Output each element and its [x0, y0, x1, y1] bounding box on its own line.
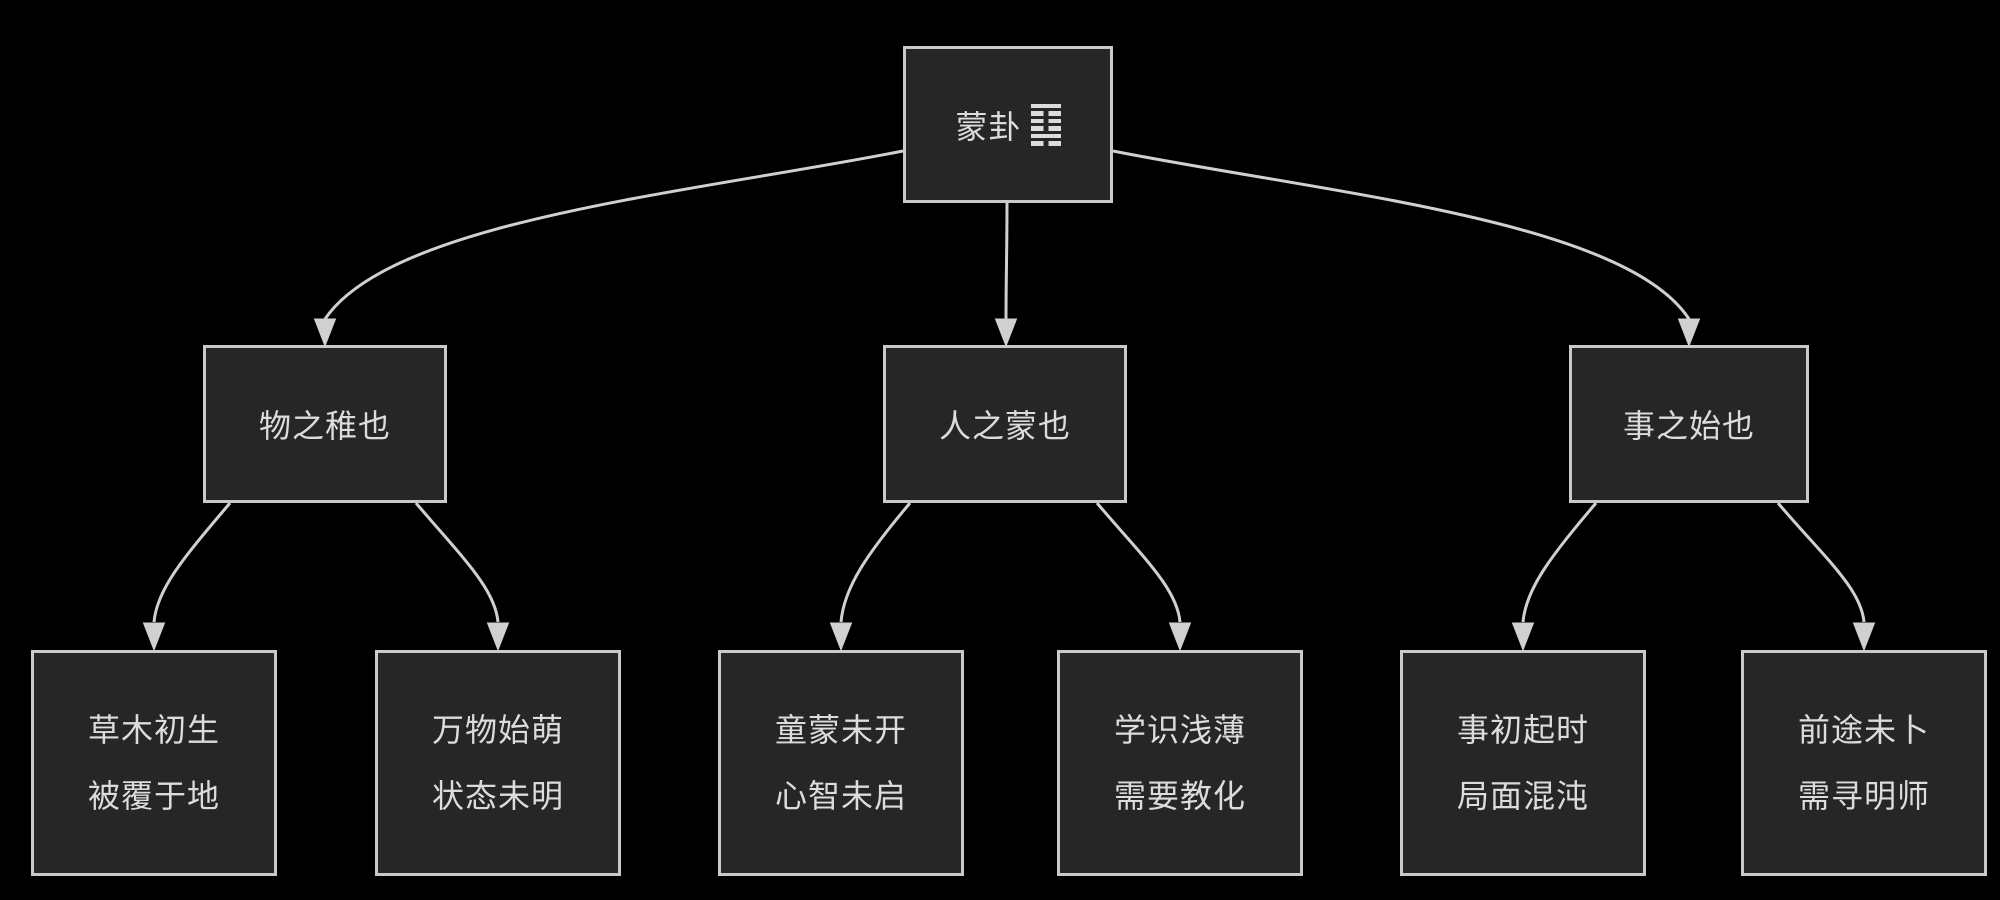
edge-root-to-branch-1: [323, 149, 904, 320]
edge-root-to-branch-2: [1004, 202, 1009, 320]
arrowhead-leaf-2: [486, 622, 510, 652]
branch-label: 事之始也: [1622, 408, 1755, 444]
node-leaf-uncertain-future: 前途未卜 需寻明师: [1741, 650, 1987, 876]
leaf-label: 学识浅薄 需要教化: [1113, 712, 1246, 814]
leaf-label: 前途未卜 需寻明师: [1797, 712, 1930, 814]
edge-branch-3-to-leaf-6: [1776, 502, 1866, 623]
node-leaf-all-things-budding: 万物始萌 状态未明: [375, 650, 621, 876]
arrowhead-branch-2: [994, 318, 1018, 348]
edge-branch-2-to-leaf-4: [1095, 502, 1182, 623]
arrowhead-leaf-4: [1168, 622, 1192, 652]
node-branch-people-ignorant: 人之蒙也: [883, 345, 1127, 503]
edge-branch-3-to-leaf-5: [1521, 502, 1598, 623]
edge-root-to-branch-3: [1112, 149, 1691, 320]
branch-label: 物之稚也: [258, 408, 391, 444]
arrowhead-branch-1: [313, 318, 337, 348]
node-leaf-grass-sprouting: 草木初生 被覆于地: [31, 650, 277, 876]
root-label: 蒙卦: [955, 102, 1061, 148]
node-branch-matters-beginning: 事之始也: [1569, 345, 1809, 503]
leaf-label: 草木初生 被覆于地: [87, 712, 220, 814]
arrowhead-leaf-1: [142, 622, 166, 652]
edge-branch-1-to-leaf-1: [152, 502, 232, 623]
arrowhead-branch-3: [1677, 318, 1701, 348]
arrowhead-leaf-6: [1852, 622, 1876, 652]
hexagram-meng-icon: [1030, 103, 1061, 146]
node-leaf-chaotic-beginning: 事初起时 局面混沌: [1400, 650, 1646, 876]
edge-branch-1-to-leaf-2: [414, 502, 500, 623]
node-branch-things-young: 物之稚也: [203, 345, 447, 503]
leaf-label: 万物始萌 状态未明: [431, 712, 564, 814]
node-leaf-child-unopened-mind: 童蒙未开 心智未启: [718, 650, 964, 876]
leaf-label: 事初起时 局面混沌: [1456, 712, 1589, 814]
root-label-text: 蒙卦: [955, 108, 1022, 145]
node-leaf-shallow-knowledge: 学识浅薄 需要教化: [1057, 650, 1303, 876]
leaf-label: 童蒙未开 心智未启: [774, 712, 907, 814]
edge-branch-2-to-leaf-3: [839, 502, 912, 623]
node-root-meng-hexagram: 蒙卦: [903, 46, 1113, 203]
branch-label: 人之蒙也: [938, 408, 1071, 444]
arrowhead-leaf-3: [829, 622, 853, 652]
arrowhead-leaf-5: [1511, 622, 1535, 652]
